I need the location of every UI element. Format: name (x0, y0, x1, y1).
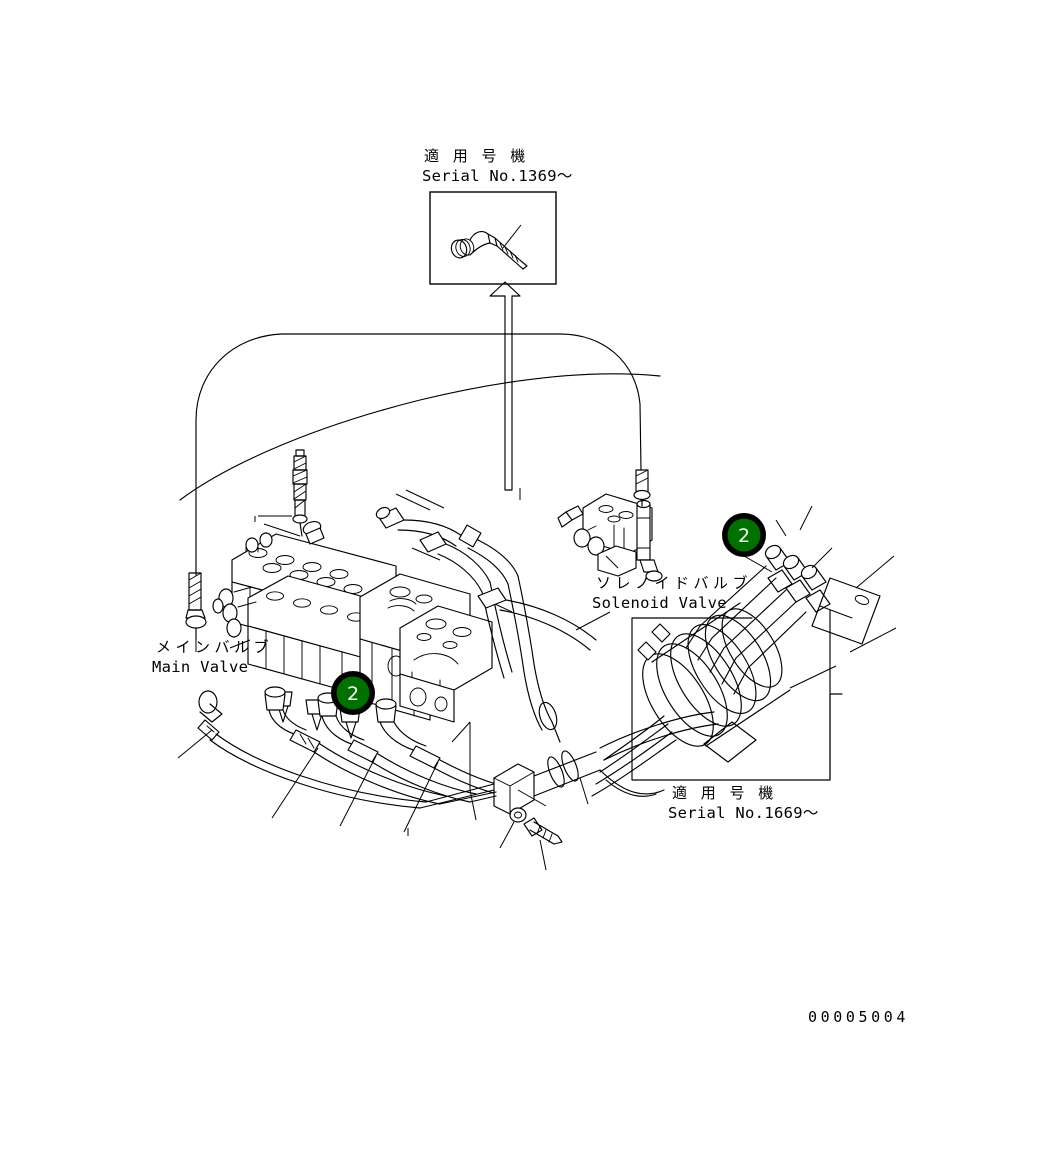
inset-hose-assembly (450, 224, 528, 270)
main-valve-label-jp: メインバルブ (156, 638, 273, 656)
valve-to-swivel-hoses (477, 587, 611, 651)
callout-2-valve-number: 2 (347, 683, 359, 705)
callout-2-swivel-number: 2 (738, 525, 750, 547)
bolt-and-washer (499, 807, 563, 871)
swivel-hose-ports (764, 544, 831, 613)
solenoid-valve-block (557, 469, 663, 582)
solenoid-valve-label-jp: ソレノイドバルブ (596, 574, 752, 592)
label-swivel-serial: 適 用 号 機 Serial No.1669～ (668, 784, 819, 822)
label-main-valve: メインバルブ Main Valve (152, 638, 273, 676)
main-valve-block (212, 532, 493, 739)
main-valve-label-en: Main Valve (152, 658, 248, 676)
serial-1669-bracket (631, 609, 843, 781)
leader-lines (195, 505, 813, 743)
swivel-hose-runs (685, 565, 807, 695)
inset-pointer-arrow (489, 281, 521, 491)
center-hose-clamp (419, 711, 719, 821)
swivel-serial-label-jp: 適 用 号 機 (672, 784, 778, 802)
valve-upper-hoses (263, 488, 561, 743)
left-vertical-hose (185, 572, 207, 641)
center-vertical-hose (254, 449, 308, 537)
label-solenoid-valve: ソレノイドバルブ Solenoid Valve (592, 574, 752, 612)
inset-serial-label-jp: 適 用 号 機 (424, 147, 530, 165)
swivel-joint (591, 544, 897, 797)
swivel-lower-hose-fan (591, 715, 677, 797)
callout-2-valve[interactable]: 2 (331, 671, 375, 715)
solenoid-valve-label-en: Solenoid Valve (592, 594, 727, 612)
main-valve-left-ports (212, 586, 257, 638)
swivel-serial-label-en: Serial No.1669～ (668, 804, 819, 822)
drawing-code: 00005004 (808, 1008, 909, 1026)
inset-serial-label-en: Serial No.1369～ (422, 167, 573, 185)
serial-1369-detail-inset: 適 用 号 機 Serial No.1369～ (422, 147, 573, 285)
callout-2-swivel[interactable]: 2 (722, 513, 766, 557)
main-valve-spool-caps (245, 532, 273, 553)
